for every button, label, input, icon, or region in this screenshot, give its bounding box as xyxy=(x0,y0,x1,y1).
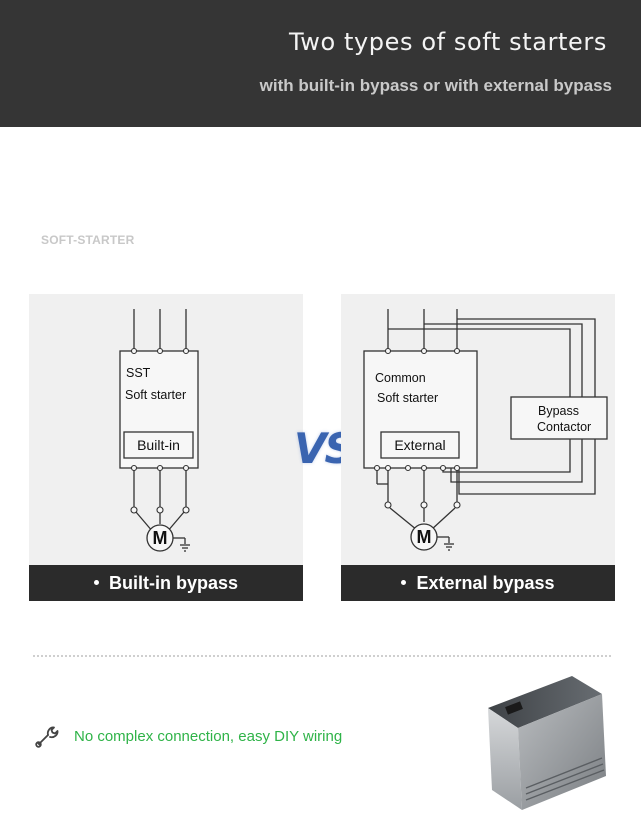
soft-starter-box xyxy=(363,350,478,469)
fuse-terminal xyxy=(130,506,138,514)
terminal xyxy=(130,464,138,472)
bypass-feed-line xyxy=(457,318,596,397)
contactor-line1: Bypass xyxy=(538,404,579,418)
terminal xyxy=(420,464,428,472)
built-in-bypass-panel: SST Soft starter Built-in M Built-in byp… xyxy=(29,294,303,601)
contactor-line2: Contactor xyxy=(537,420,591,434)
bullet-dot xyxy=(401,579,407,585)
wrench-icon xyxy=(35,726,59,748)
bypass-box-label: Built-in xyxy=(137,437,180,453)
terminal xyxy=(453,347,461,355)
terminal xyxy=(156,347,164,355)
bypass-contactor-box xyxy=(510,396,608,440)
bypass-feed-line xyxy=(424,323,583,397)
caption-bar: Built-in bypass xyxy=(29,565,303,601)
built-in-wiring-diagram: SST Soft starter Built-in M xyxy=(119,309,199,552)
terminal xyxy=(404,464,412,472)
bullet-dot xyxy=(93,579,99,585)
bypass-box-label: External xyxy=(394,437,445,453)
terminal xyxy=(130,347,138,355)
terminal xyxy=(439,464,447,472)
motor-label: M xyxy=(417,527,432,547)
heatsink-fins xyxy=(525,757,605,801)
built-in-bypass-box xyxy=(123,431,194,459)
header-banner: Two types of soft starters with built-in… xyxy=(0,0,641,127)
terminal xyxy=(420,347,428,355)
soft-starter-box xyxy=(119,350,199,469)
device-left-side xyxy=(488,708,522,810)
device-front xyxy=(518,694,606,810)
feature-text: No complex connection, easy DIY wiring xyxy=(74,728,343,745)
external-bypass-panel: Common Soft starter External Bypass Cont… xyxy=(341,294,615,601)
terminal xyxy=(156,464,164,472)
terminal xyxy=(182,347,190,355)
terminal xyxy=(373,464,381,472)
terminal xyxy=(384,347,392,355)
terminal xyxy=(182,464,190,472)
terminal xyxy=(453,464,461,472)
page-title: Two types of soft starters xyxy=(288,28,607,56)
external-wiring-diagram: Common Soft starter External Bypass Cont… xyxy=(363,309,608,551)
caption-text: External bypass xyxy=(416,573,555,593)
device-terminal xyxy=(505,701,523,715)
motor-lead xyxy=(430,507,456,531)
fuse-terminal xyxy=(156,506,164,514)
fuse-terminal xyxy=(420,501,428,509)
starter-line1: Common xyxy=(375,371,426,385)
starter-line1: SST xyxy=(126,366,151,380)
external-bypass-box xyxy=(380,431,460,459)
bypass-feed-line xyxy=(388,328,571,397)
brand-label: SOFT-STARTER xyxy=(41,233,135,247)
terminal xyxy=(384,464,392,472)
caption-text: Built-in bypass xyxy=(108,573,238,593)
bypass-return-line xyxy=(450,439,583,483)
fuse-terminal xyxy=(384,501,392,509)
starter-line2: Soft starter xyxy=(125,388,186,402)
bypass-return-line xyxy=(458,439,596,495)
caption-bar: External bypass xyxy=(341,565,615,601)
fuse-terminal xyxy=(182,506,190,514)
page-subtitle: with built-in bypass or with external by… xyxy=(259,76,612,95)
motor-label: M xyxy=(153,528,168,548)
starter-line2: Soft starter xyxy=(377,391,438,405)
device-top xyxy=(488,676,602,728)
motor-lead xyxy=(389,507,418,531)
fuse-terminal xyxy=(453,501,461,509)
soft-starter-product-image xyxy=(488,676,606,810)
dotted-divider xyxy=(33,655,611,657)
